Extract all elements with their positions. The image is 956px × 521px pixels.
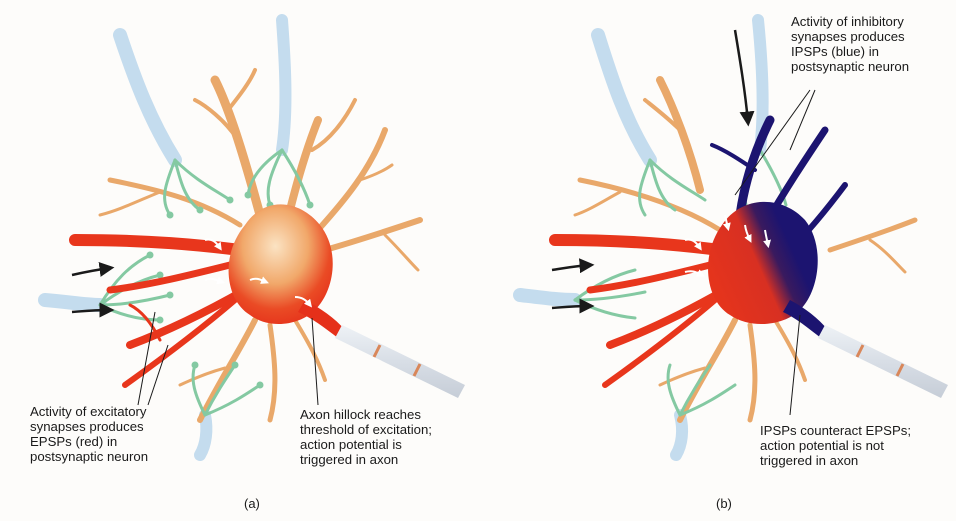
excitatory-synapse-callout: Activity of excitatory synapses produces… xyxy=(30,404,148,464)
axon-a xyxy=(335,325,465,398)
soma-a xyxy=(229,204,333,324)
soma-b xyxy=(708,202,818,324)
panel-a-neuron xyxy=(45,20,465,455)
ipsp-counteract-callout: IPSPs counteract EPSPs; action potential… xyxy=(760,423,911,468)
inhibitory-synapse-callout: Activity of inhibitory synapses produces… xyxy=(791,14,909,74)
epsp-dendrites-a xyxy=(75,240,245,385)
axon-b xyxy=(818,325,948,398)
axon-hillock-callout: Axon hillock reaches threshold of excita… xyxy=(300,407,432,467)
panel-label-a: (a) xyxy=(244,496,260,511)
panel-label-b: (b) xyxy=(716,496,732,511)
epsp-dendrites-b xyxy=(555,240,725,385)
axon-hillock-a xyxy=(298,300,345,338)
panel-b-neuron xyxy=(520,20,948,455)
